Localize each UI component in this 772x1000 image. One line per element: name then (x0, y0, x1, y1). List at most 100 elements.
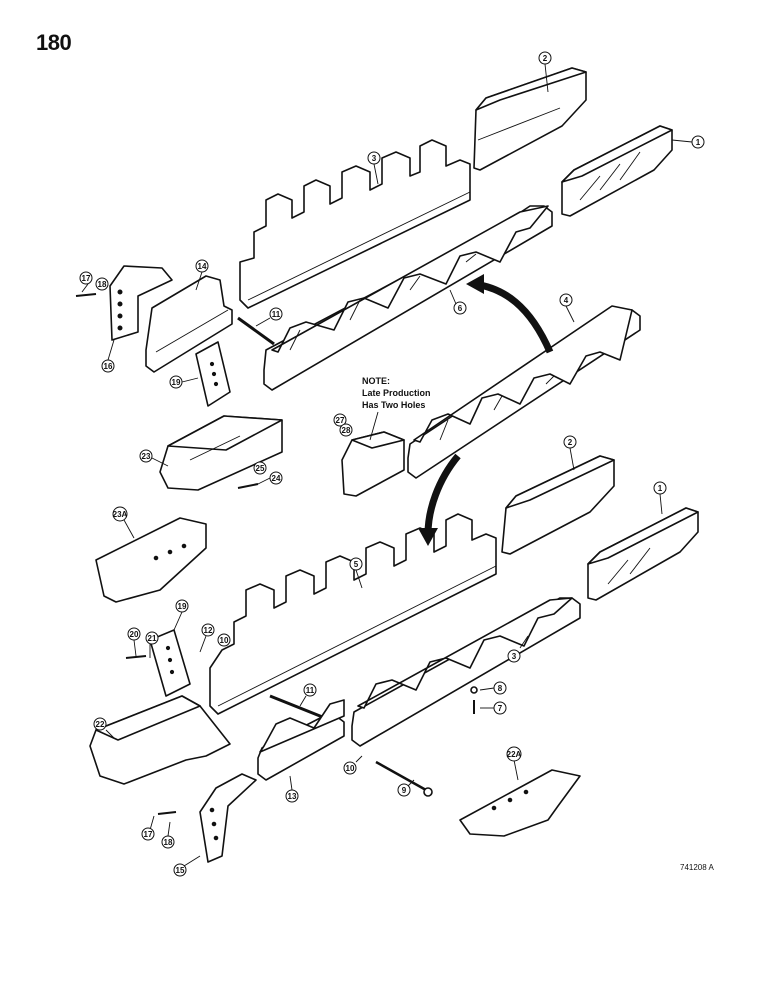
svg-text:27: 27 (336, 416, 345, 425)
svg-text:22: 22 (96, 720, 105, 729)
callout-18-bottom: 18 (161, 821, 175, 849)
callout-27: 27 (333, 413, 347, 427)
arrow-to-part-6 (466, 274, 554, 354)
callout-21: 21 (145, 631, 159, 658)
svg-text:11: 11 (272, 310, 281, 319)
svg-text:2: 2 (568, 438, 573, 447)
callout-25: 25 (253, 461, 267, 475)
callout-10-top: 10 (217, 633, 231, 647)
part-1-top-rail (561, 125, 673, 217)
part-19-bottom-plate (149, 629, 191, 697)
callout-19-top: 19 (169, 375, 199, 389)
callout-17-top: 17 (79, 271, 93, 293)
svg-text:4: 4 (564, 296, 569, 305)
part-3-bottom-rail (351, 597, 581, 747)
part-6-ribbed-rail (263, 205, 553, 391)
part-23-bracket (159, 415, 283, 491)
svg-text:11: 11 (306, 686, 315, 695)
svg-text:18: 18 (164, 838, 173, 847)
callout-14: 14 (195, 259, 209, 291)
svg-text:5: 5 (354, 560, 359, 569)
callout-22A: 22A (506, 746, 522, 781)
callout-4: 4 (559, 293, 575, 323)
callout-16: 16 (101, 339, 115, 373)
part-14-bracket (145, 275, 233, 373)
page-number: 180 (36, 30, 72, 55)
svg-text:10: 10 (346, 764, 355, 773)
callout-22: 22 (93, 717, 115, 739)
part-27-block (341, 431, 405, 497)
callout-28: 28 (339, 423, 353, 437)
hardware-bolts (75, 293, 478, 815)
part-22A-shoe (459, 769, 581, 837)
callout-2-bottom: 2 (563, 435, 577, 471)
svg-text:1: 1 (658, 484, 663, 493)
svg-text:14: 14 (198, 262, 207, 271)
part-15-plate (199, 773, 257, 863)
svg-text:8: 8 (498, 684, 503, 693)
svg-text:16: 16 (104, 362, 113, 371)
svg-text:3: 3 (512, 652, 517, 661)
part-11-pin (237, 316, 275, 346)
callout-11-bottom: 11 (299, 683, 317, 707)
part-13-bracket (257, 699, 345, 781)
callout-17-bottom: 17 (141, 815, 155, 841)
callout-7: 7 (480, 701, 507, 715)
callout-3-bottom: 3 (507, 635, 529, 663)
svg-text:15: 15 (176, 866, 185, 875)
svg-text:17: 17 (144, 830, 153, 839)
note-line-1: Late Production (362, 388, 431, 398)
svg-text:19: 19 (178, 602, 187, 611)
callout-2-top: 2 (538, 51, 552, 93)
arrow-to-part-5 (418, 453, 461, 546)
callout-20: 20 (127, 627, 141, 657)
callout-18-top: 18 (95, 277, 109, 291)
part-9-bolt (375, 760, 433, 797)
callout-5: 5 (349, 557, 363, 589)
svg-text:25: 25 (256, 464, 265, 473)
part-16-plate (109, 265, 173, 341)
callout-15: 15 (173, 855, 201, 877)
svg-text:13: 13 (288, 792, 297, 801)
callout-24: 24 (257, 471, 283, 485)
part-22-bracket (89, 695, 231, 785)
callout-23: 23 (139, 449, 169, 467)
part-2-top-plate (473, 67, 587, 171)
part-1-bottom-rail (587, 507, 699, 601)
svg-text:21: 21 (148, 634, 157, 643)
svg-text:3: 3 (372, 154, 377, 163)
callout-1-top: 1 (671, 135, 705, 149)
part-23A-shoe (95, 517, 207, 603)
callout-9: 9 (397, 779, 415, 797)
callout-3-top: 3 (367, 151, 381, 185)
callout-8: 8 (479, 681, 507, 695)
svg-text:6: 6 (458, 304, 463, 313)
part-2-bottom-plate (501, 455, 615, 555)
svg-text:9: 9 (402, 786, 407, 795)
svg-text:23: 23 (142, 452, 151, 461)
svg-text:10: 10 (220, 636, 229, 645)
callout-10-bottom: 10 (343, 755, 363, 775)
svg-text:17: 17 (82, 274, 91, 283)
part-3-top-notched-bar (239, 139, 471, 309)
callout-1-bottom: 1 (653, 481, 667, 515)
svg-text:28: 28 (342, 426, 351, 435)
svg-text:1: 1 (696, 138, 701, 147)
callout-13: 13 (285, 775, 299, 803)
svg-text:7: 7 (498, 704, 503, 713)
note-heading: NOTE: (362, 376, 390, 386)
callout-12: 12 (199, 623, 215, 653)
callout-11-top: 11 (255, 307, 283, 327)
callout-23A: 23A (112, 506, 135, 539)
note-line-2: Has Two Holes (362, 400, 425, 410)
callout-19-bottom: 19 (173, 599, 189, 631)
part-19-plate (195, 341, 231, 407)
svg-text:2: 2 (543, 54, 548, 63)
svg-text:24: 24 (272, 474, 281, 483)
svg-text:18: 18 (98, 280, 107, 289)
callouts: 2 1 3 4 6 14 11 17 18 16 19 23 25 24 27 … (79, 51, 705, 877)
svg-text:20: 20 (130, 630, 139, 639)
drawing-number: 741208 A (680, 863, 714, 872)
part-5-notched-bar (209, 513, 497, 715)
